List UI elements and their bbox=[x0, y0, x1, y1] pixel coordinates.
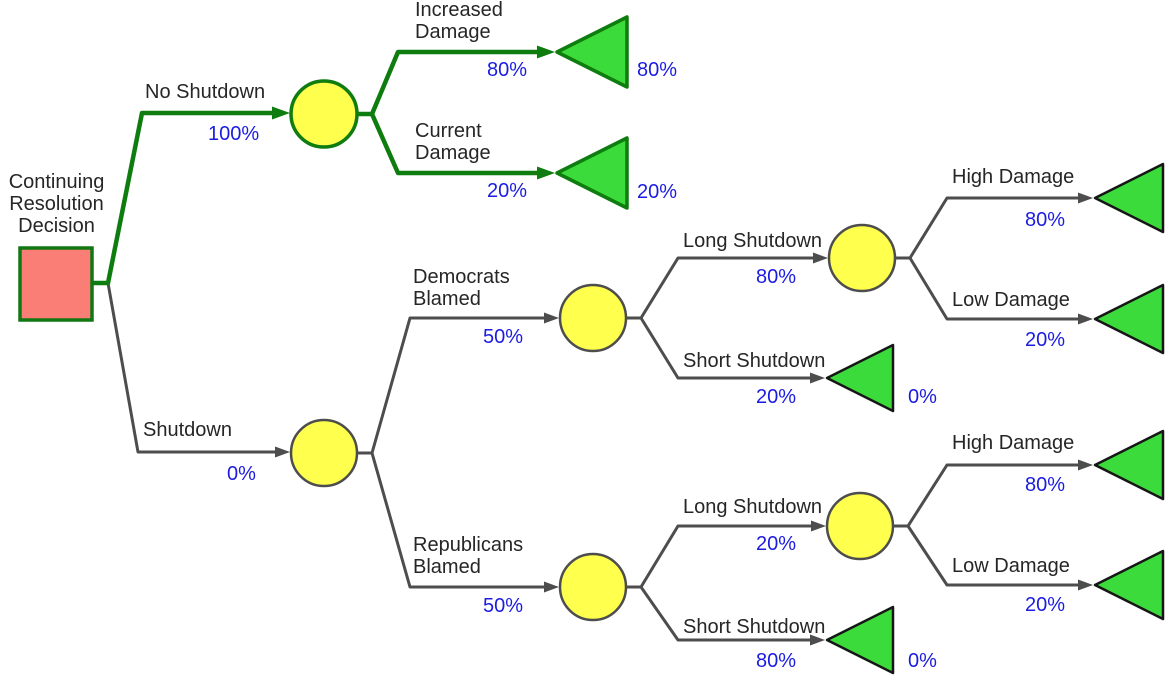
terminal-value-rep-short-end: 0% bbox=[908, 650, 937, 672]
terminal-node-triangle-rep-low-end[interactable] bbox=[1093, 549, 1165, 621]
terminal-node-triangle-rep-high-end[interactable] bbox=[1093, 429, 1165, 501]
branch-probability-rep-low-damage: 20% bbox=[1025, 594, 1066, 616]
branch-label-rep-high-damage: High Damage bbox=[952, 432, 1075, 454]
branch-label-shutdown: Shutdown bbox=[143, 419, 232, 441]
decision-node-title-line: Decision bbox=[18, 215, 95, 237]
branch-label-increased-damage: Damage bbox=[415, 21, 491, 43]
branch-arrowhead-icon-dem-short-shutdown bbox=[810, 372, 825, 384]
chance-node-circle-shutdown-chance[interactable] bbox=[289, 418, 359, 488]
branch-label-rep-short-shutdown: Short Shutdown bbox=[683, 616, 826, 638]
branch-line-dem-long-shutdown bbox=[639, 256, 819, 320]
branch-line-no-shutdown bbox=[105, 110, 279, 286]
branch-label-democrats-blamed: Blamed bbox=[413, 288, 481, 310]
branch-line-dem-short-shutdown bbox=[639, 316, 816, 380]
chance-node-circle-rep-long-chance[interactable] bbox=[825, 491, 895, 561]
branch-line-republicans-blamed bbox=[370, 451, 550, 589]
branch-probability-dem-low-damage: 20% bbox=[1025, 329, 1066, 351]
branch-arrowhead-icon-dem-high-damage bbox=[1078, 192, 1093, 204]
decision-node-title-line: Continuing bbox=[8, 171, 105, 193]
branch-label-republicans-blamed: Blamed bbox=[413, 556, 481, 578]
branch-line-rep-low-damage bbox=[906, 524, 1084, 587]
branch-arrowhead-icon-rep-short-shutdown bbox=[810, 634, 825, 646]
branch-probability-increased-damage: 80% bbox=[487, 59, 528, 81]
branch-arrowhead-icon-rep-long-shutdown bbox=[811, 520, 826, 532]
terminal-value-current-damage-end: 20% bbox=[637, 181, 678, 203]
branch-arrowhead-icon-democrats-blamed bbox=[544, 312, 559, 324]
chance-node-circle-no-shutdown-chance[interactable] bbox=[289, 79, 359, 149]
branch-arrowhead-icon-dem-long-shutdown bbox=[813, 252, 828, 264]
terminal-value-increased-damage-end: 80% bbox=[637, 59, 678, 81]
branch-line-rep-long-shutdown bbox=[639, 524, 817, 589]
branch-label-rep-long-shutdown: Long Shutdown bbox=[683, 496, 823, 518]
branch-arrowhead-icon-increased-damage bbox=[537, 45, 555, 59]
branch-arrowhead-icon-current-damage bbox=[537, 166, 555, 180]
branch-probability-rep-high-damage: 80% bbox=[1025, 474, 1066, 496]
branch-line-democrats-blamed bbox=[370, 316, 550, 455]
terminal-node-triangle-dem-high-end[interactable] bbox=[1093, 162, 1165, 234]
chance-node-circle-democrats-chance[interactable] bbox=[558, 283, 628, 353]
terminal-node-triangle-rep-short-end[interactable] bbox=[825, 605, 895, 675]
branch-line-dem-low-damage bbox=[908, 256, 1084, 321]
branch-probability-dem-high-damage: 80% bbox=[1025, 209, 1066, 231]
branch-label-dem-long-shutdown: Long Shutdown bbox=[683, 230, 823, 252]
branch-line-shutdown bbox=[106, 281, 281, 454]
branch-label-no-shutdown: No Shutdown bbox=[145, 81, 266, 103]
branch-label-republicans-blamed: Republicans bbox=[413, 534, 524, 556]
terminal-node-triangle-dem-short-end[interactable] bbox=[825, 343, 895, 413]
branch-label-current-damage: Current bbox=[415, 120, 482, 142]
branch-probability-current-damage: 20% bbox=[487, 180, 528, 202]
branch-probability-dem-long-shutdown: 80% bbox=[756, 266, 797, 288]
branch-probability-rep-short-shutdown: 80% bbox=[756, 650, 797, 672]
branch-probability-democrats-blamed: 50% bbox=[483, 326, 524, 348]
branch-probability-shutdown: 0% bbox=[227, 463, 256, 485]
branch-probability-republicans-blamed: 50% bbox=[483, 595, 524, 617]
branch-line-increased-damage bbox=[369, 49, 544, 117]
branch-label-rep-low-damage: Low Damage bbox=[952, 555, 1070, 577]
chance-node-circle-republicans-chance[interactable] bbox=[558, 552, 628, 622]
branch-line-dem-high-damage bbox=[908, 196, 1084, 260]
branch-line-rep-short-shutdown bbox=[639, 585, 816, 642]
decision-node-square[interactable] bbox=[18, 246, 94, 322]
branch-line-current-damage bbox=[369, 111, 544, 176]
branch-label-dem-low-damage: Low Damage bbox=[952, 289, 1070, 311]
branch-label-dem-short-shutdown: Short Shutdown bbox=[683, 350, 826, 372]
branch-arrowhead-icon-no-shutdown bbox=[272, 106, 290, 120]
terminal-node-triangle-increased-damage-end[interactable] bbox=[555, 15, 629, 89]
decision-node-title-line: Resolution bbox=[9, 193, 104, 215]
branch-arrowhead-icon-republicans-blamed bbox=[544, 581, 559, 593]
branch-arrowhead-icon-rep-high-damage bbox=[1078, 459, 1093, 471]
branch-label-increased-damage: Increased bbox=[415, 0, 503, 21]
branch-arrowhead-icon-shutdown bbox=[275, 446, 290, 458]
terminal-node-triangle-current-damage-end[interactable] bbox=[555, 136, 629, 210]
branch-label-democrats-blamed: Democrats bbox=[413, 266, 510, 288]
terminal-node-triangle-dem-low-end[interactable] bbox=[1093, 283, 1165, 355]
branch-arrowhead-icon-dem-low-damage bbox=[1078, 313, 1093, 325]
terminal-value-dem-short-end: 0% bbox=[908, 386, 937, 408]
branch-probability-rep-long-shutdown: 20% bbox=[756, 533, 797, 555]
branch-label-current-damage: Damage bbox=[415, 142, 491, 164]
branch-line-rep-high-damage bbox=[906, 463, 1084, 528]
branch-probability-no-shutdown: 100% bbox=[208, 123, 260, 145]
chance-node-circle-dem-long-chance[interactable] bbox=[827, 223, 897, 293]
branch-label-dem-high-damage: High Damage bbox=[952, 166, 1075, 188]
branch-arrowhead-icon-rep-low-damage bbox=[1078, 579, 1093, 591]
branch-probability-dem-short-shutdown: 20% bbox=[756, 386, 797, 408]
